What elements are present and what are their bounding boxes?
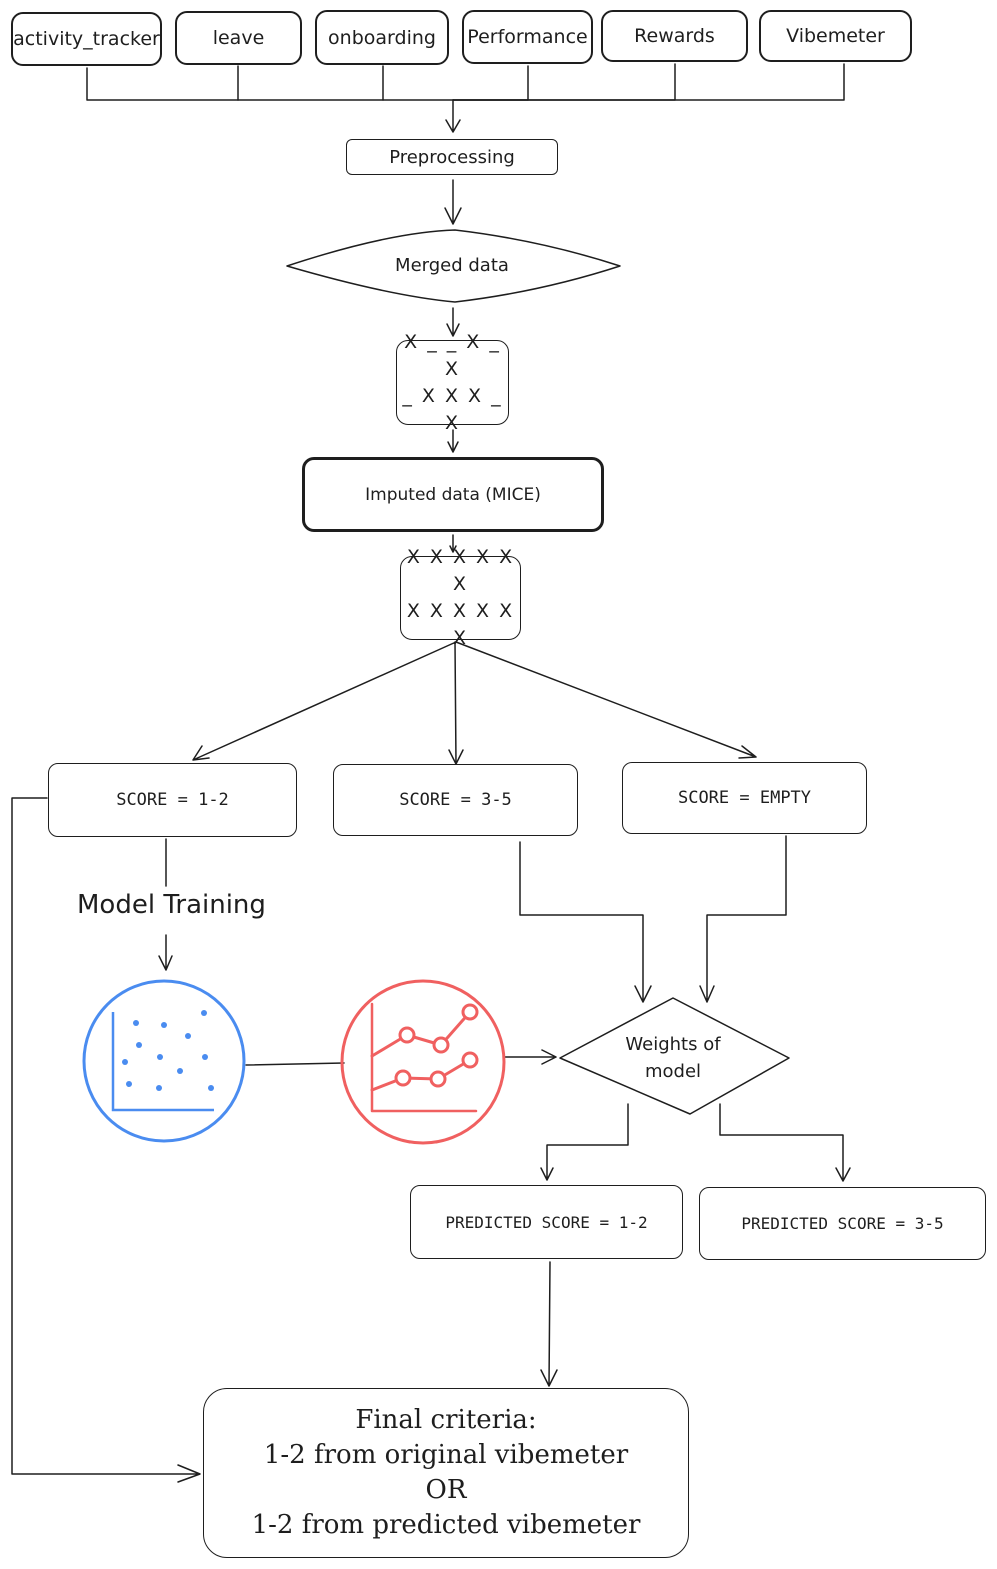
score-empty-box: SCORE = EMPTY bbox=[622, 762, 867, 834]
connector-performance bbox=[452, 65, 529, 101]
connector-empty-weights bbox=[699, 835, 787, 1003]
score-mid-box: SCORE = 3-5 bbox=[333, 764, 578, 836]
connector-score-low-to-final bbox=[11, 797, 201, 1483]
arrow-to-scatter bbox=[158, 934, 173, 971]
arrow-to-score-empty bbox=[455, 641, 757, 759]
sparse-matrix-row: _ X X X _ X bbox=[402, 384, 503, 434]
final-criteria-box: Final criteria: 1-2 from original vibeme… bbox=[203, 1388, 689, 1558]
connector-rewards bbox=[452, 63, 676, 101]
arrow-to-imputed bbox=[447, 429, 459, 453]
final-criteria-line: 1-2 from predicted vibemeter bbox=[251, 1510, 641, 1540]
full-matrix-row: X X X X X X bbox=[406, 546, 515, 595]
final-criteria-title: Final criteria: bbox=[355, 1405, 537, 1435]
arrow-to-merged bbox=[444, 179, 462, 225]
line-chart-icon bbox=[340, 979, 506, 1145]
source-activity-tracker: activity_tracker bbox=[11, 12, 162, 66]
merged-diamond bbox=[286, 229, 621, 303]
final-criteria-line: 1-2 from original vibemeter bbox=[263, 1440, 629, 1470]
weights-label-line: model bbox=[644, 1061, 702, 1082]
model-training-label: Model Training bbox=[77, 890, 266, 920]
arrow-to-full bbox=[449, 534, 457, 553]
weights-diamond bbox=[559, 997, 790, 1115]
connector-vibemeter bbox=[452, 63, 845, 101]
arrow-to-predicted-mid bbox=[719, 1103, 851, 1182]
source-leave: leave bbox=[175, 11, 302, 65]
scatter-plot-icon bbox=[82, 979, 246, 1143]
arrow-to-score-low bbox=[192, 641, 457, 761]
sparse-matrix-box: X _ _ X _ X _ X X X _ X bbox=[396, 331, 509, 434]
full-matrix-box: X X X X X X X X X X X X bbox=[400, 546, 521, 649]
source-vibemeter: Vibemeter bbox=[759, 10, 912, 62]
arrow-to-preprocessing bbox=[445, 99, 461, 133]
predicted-mid-box: PREDICTED SCORE = 3-5 bbox=[699, 1187, 986, 1260]
connector-scatter-line bbox=[245, 1062, 345, 1066]
score-low-box: SCORE = 1-2 bbox=[48, 763, 297, 837]
preprocessing-box: Preprocessing bbox=[346, 139, 558, 175]
predicted-low-box: PREDICTED SCORE = 1-2 bbox=[410, 1185, 683, 1259]
arrow-to-sparse bbox=[446, 307, 460, 337]
connector-activity bbox=[86, 67, 454, 101]
arrow-predicted-to-final bbox=[540, 1261, 558, 1387]
full-matrix-row: X X X X X X bbox=[406, 600, 515, 649]
arrow-to-predicted-low bbox=[540, 1103, 629, 1181]
source-performance: Performance bbox=[462, 10, 593, 64]
merged-data-label: Merged data bbox=[395, 255, 509, 276]
imputed-data-box: Imputed data (MICE) bbox=[302, 457, 604, 532]
final-criteria-line: OR bbox=[425, 1475, 467, 1505]
arrow-to-score-mid bbox=[448, 641, 464, 765]
weights-label-line: Weights of bbox=[625, 1034, 721, 1055]
arrow-to-weights bbox=[504, 1049, 557, 1065]
weights-label: Weights of model bbox=[603, 1031, 743, 1085]
source-rewards: Rewards bbox=[601, 10, 748, 62]
sparse-matrix-row: X _ _ X _ X bbox=[404, 330, 501, 380]
source-onboarding: onboarding bbox=[315, 10, 449, 65]
connector-mid-weights bbox=[519, 841, 652, 1003]
